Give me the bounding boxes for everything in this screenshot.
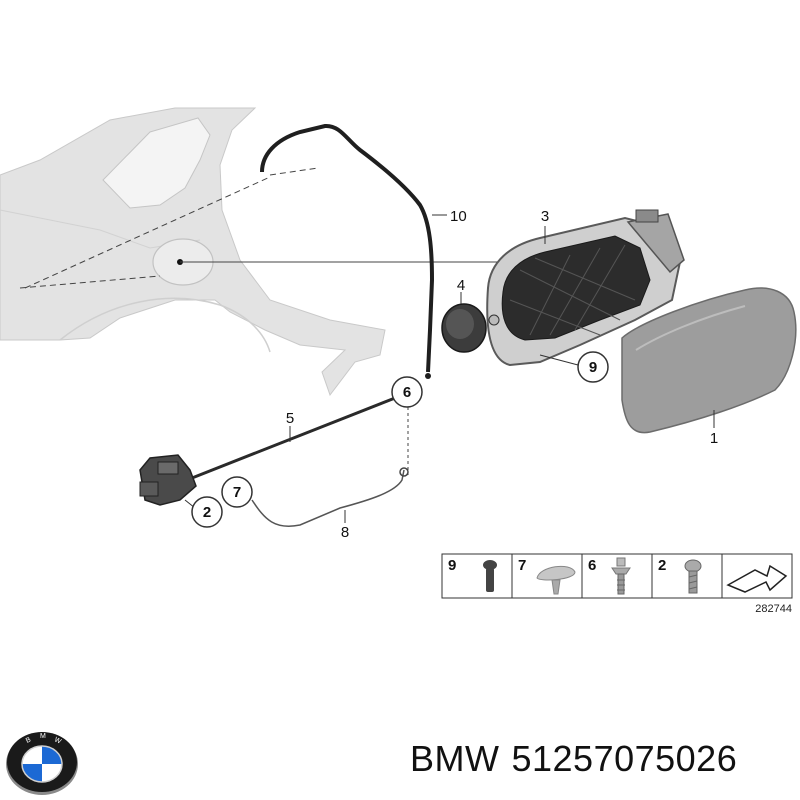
dash-line-upper bbox=[24, 176, 271, 289]
legend-number-2: 2 bbox=[658, 557, 666, 574]
callout-10-label: 10 bbox=[450, 208, 467, 225]
fastener-legend: 9 7 6 2 282744 bbox=[441, 553, 793, 615]
rivet-icon bbox=[483, 560, 497, 592]
hinge-pin bbox=[635, 209, 659, 223]
part-number: 51257075026 bbox=[511, 738, 738, 779]
svg-text:M: M bbox=[40, 733, 46, 740]
callout-1-label: 1 bbox=[710, 430, 718, 447]
callout-10: 10 bbox=[432, 208, 467, 225]
drain-hose bbox=[260, 124, 435, 379]
legend-number-7: 7 bbox=[518, 557, 526, 574]
part-caption: BMW 51257075026 bbox=[410, 738, 737, 780]
callout-5-label: 5 bbox=[286, 410, 294, 427]
callout-6: 6 bbox=[391, 376, 423, 408]
legend-number-6: 6 bbox=[588, 557, 596, 574]
callout-9: 9 bbox=[539, 351, 609, 383]
callout-8: 8 bbox=[341, 510, 349, 541]
wire bbox=[251, 467, 409, 527]
callout-3-label: 3 bbox=[541, 208, 549, 225]
callout-4-label: 4 bbox=[457, 277, 465, 294]
callout-3: 3 bbox=[541, 208, 549, 244]
svg-text:W: W bbox=[53, 736, 62, 745]
fuel-flap bbox=[621, 287, 797, 434]
screw-icon bbox=[684, 559, 702, 594]
release-cable bbox=[191, 392, 403, 480]
callout-1: 1 bbox=[710, 410, 718, 447]
legend-reference: 282744 bbox=[755, 603, 792, 615]
callout-7-label: 7 bbox=[233, 484, 241, 501]
dash-line-10 bbox=[269, 167, 319, 176]
assembly-lines bbox=[19, 167, 500, 475]
dash-line-lower bbox=[19, 275, 161, 289]
bmw-logo: B M W bbox=[6, 732, 78, 795]
legend-number-9: 9 bbox=[448, 557, 456, 574]
rear-quarter-panel bbox=[0, 107, 386, 397]
brand-name: BMW bbox=[410, 738, 500, 779]
callout-2: 2 bbox=[184, 496, 223, 528]
callout-6-label: 6 bbox=[403, 384, 411, 401]
callout-2-label: 2 bbox=[203, 504, 211, 521]
callout-8-label: 8 bbox=[341, 524, 349, 541]
push-clip-icon bbox=[536, 565, 576, 595]
actuator bbox=[139, 454, 197, 506]
direction-arrow-icon bbox=[726, 564, 788, 593]
filler-cap bbox=[441, 303, 500, 353]
callout-7: 7 bbox=[221, 476, 253, 508]
filler-housing bbox=[486, 209, 685, 367]
callout-9-label: 9 bbox=[589, 359, 597, 376]
callout-4: 4 bbox=[457, 277, 465, 304]
expansion-rivet-icon bbox=[611, 557, 631, 595]
cap-leader-dot bbox=[488, 314, 500, 326]
svg-text:B: B bbox=[25, 736, 32, 744]
callout-5: 5 bbox=[286, 410, 294, 442]
